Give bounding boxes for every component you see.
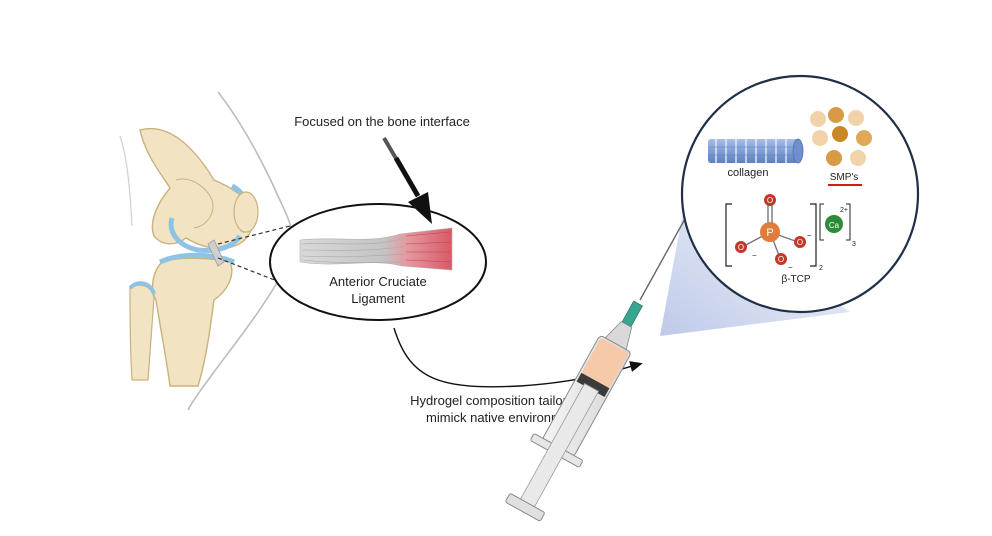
hydrogel-label-line2: mimick native environment bbox=[426, 410, 580, 425]
bracket-right bbox=[810, 203, 817, 267]
hydrogel-label-line1: Hydrogel composition tailored to bbox=[410, 393, 596, 408]
oxygen-charge-bottom: − bbox=[788, 263, 793, 272]
oxygen-charge-right: − bbox=[807, 231, 812, 240]
acl-red-fibers bbox=[405, 231, 451, 263]
oxygen-symbol-top: O bbox=[767, 196, 773, 205]
composition-inset: collagen SMP's 2 3 bbox=[680, 74, 920, 314]
acl-fiber-lines bbox=[301, 237, 407, 263]
oxygen-atom-left bbox=[735, 241, 747, 253]
ca-bracket-left bbox=[819, 203, 824, 241]
acl-label-line1: Anterior Cruciate bbox=[329, 274, 427, 289]
patella bbox=[233, 191, 259, 233]
fibula bbox=[129, 284, 155, 381]
hydrogel-fill bbox=[582, 338, 628, 388]
ca-subscript: 3 bbox=[852, 241, 856, 248]
plunger-stopper bbox=[576, 372, 610, 397]
tcp-structure: 2 3 P O O − O − O − Ca 2 bbox=[725, 194, 856, 272]
calcium-symbol: Ca bbox=[829, 221, 840, 230]
plunger-head bbox=[505, 493, 545, 522]
knee-illustration bbox=[119, 91, 294, 411]
calcium-charge: 2+ bbox=[840, 207, 848, 214]
syringe bbox=[505, 159, 719, 522]
oxygen-atom-top bbox=[764, 194, 776, 206]
collagen-fibril bbox=[708, 138, 804, 164]
focus-arrowhead bbox=[408, 192, 432, 224]
oxygen-atom-right bbox=[794, 236, 806, 248]
focus-arrow-shaft-dark bbox=[393, 156, 421, 198]
tibial-cartilage bbox=[158, 252, 235, 265]
ca-bracket-right bbox=[846, 203, 851, 241]
needle-hub bbox=[621, 300, 643, 328]
oxygen-symbol-bottom: O bbox=[778, 255, 784, 264]
callout-line-top bbox=[217, 225, 291, 245]
phosphorus-symbol: P bbox=[766, 227, 773, 239]
acl-in-knee bbox=[207, 239, 225, 267]
oxygen-symbol-left: O bbox=[738, 243, 744, 252]
smps-label: SMP's bbox=[830, 172, 859, 183]
oxygen-atom-bottom bbox=[775, 253, 787, 265]
phosphate-subscript: 2 bbox=[819, 265, 823, 272]
acl-callout: Anterior Cruciate Ligament bbox=[269, 203, 487, 321]
femoral-cartilage bbox=[168, 217, 243, 253]
bracket-left bbox=[725, 203, 732, 267]
fibula-cartilage bbox=[128, 281, 156, 295]
smp-cluster bbox=[810, 107, 872, 166]
oxygen-charge-left: − bbox=[752, 251, 757, 260]
acl-fiber-bundle bbox=[299, 227, 453, 271]
femur bbox=[139, 127, 254, 250]
focus-label: Focused on the bone interface bbox=[294, 114, 470, 129]
femur-shade bbox=[175, 178, 214, 229]
tibia bbox=[151, 257, 233, 387]
leg-outline-back bbox=[119, 135, 133, 227]
phosphorus-atom bbox=[760, 222, 780, 242]
oxygen-symbol-right: O bbox=[797, 238, 803, 247]
collagen-label: collagen bbox=[728, 167, 769, 179]
acl-label-line2: Ligament bbox=[351, 291, 405, 306]
tcp-label: β-TCP bbox=[781, 274, 810, 285]
calcium-atom bbox=[825, 215, 843, 233]
